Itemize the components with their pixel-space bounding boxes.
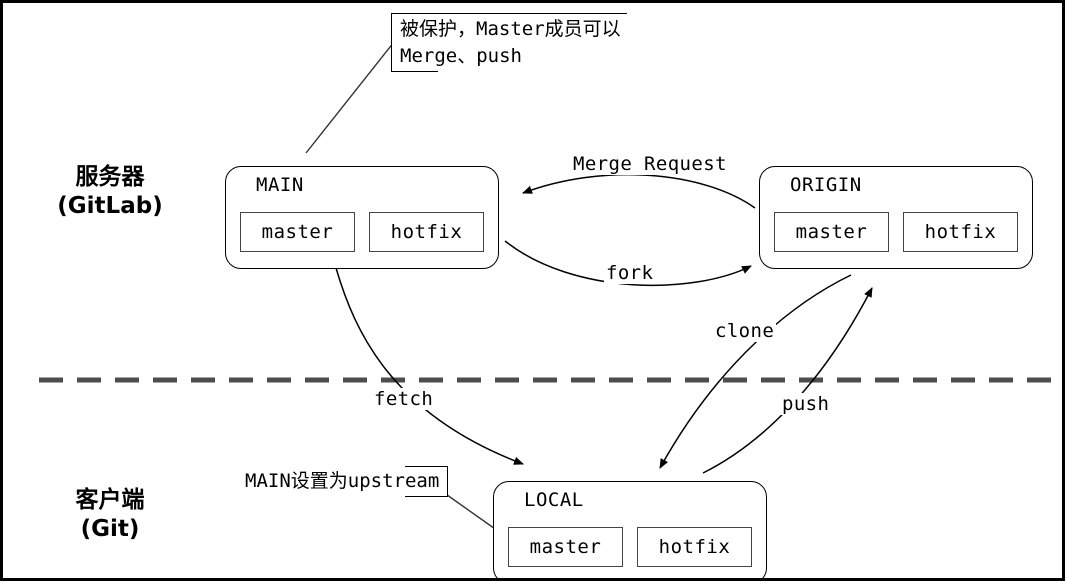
zone-label-server-line2: (GitLab)	[57, 193, 163, 220]
zone-label-server-line1: 服务器	[75, 164, 145, 190]
branch-origin-master[interactable]: master	[774, 212, 889, 252]
zone-label-client-line2: (Git)	[80, 516, 140, 543]
edge-label-merge-request: Merge Request	[571, 153, 729, 175]
zone-label-client: 客户端 (Git)	[25, 486, 195, 545]
branch-main-master[interactable]: master	[240, 212, 355, 252]
repo-title-local: LOCAL	[524, 489, 584, 511]
repo-box-local[interactable]: LOCAL master hotfix	[493, 481, 767, 578]
zone-label-server: 服务器 (GitLab)	[25, 163, 195, 222]
edge-push	[702, 287, 873, 474]
branch-main-hotfix[interactable]: hotfix	[369, 212, 484, 252]
note-upstream: MAIN设置为upstream	[241, 466, 449, 497]
edge-label-push: push	[780, 393, 832, 415]
edge-clone	[659, 274, 852, 469]
repo-box-main[interactable]: MAIN master hotfix	[225, 166, 499, 269]
repo-title-origin: ORIGIN	[790, 174, 862, 196]
edge-label-fork: fork	[604, 262, 656, 284]
repo-title-main: MAIN	[256, 174, 304, 196]
repo-box-origin[interactable]: ORIGIN master hotfix	[759, 166, 1033, 269]
branch-local-hotfix[interactable]: hotfix	[637, 527, 752, 567]
note-protected-line2: Merge、push	[400, 44, 522, 67]
edge-fetch	[335, 267, 524, 465]
note-protected-leader	[305, 41, 395, 154]
branch-local-master[interactable]: master	[508, 527, 623, 567]
note-upstream-line1: MAIN设置为upstream	[245, 470, 440, 492]
note-protected-line1: 被保护，Master成员可以	[400, 18, 621, 40]
zone-label-client-line1: 客户端	[75, 487, 145, 513]
edge-label-fetch: fetch	[372, 388, 436, 410]
branch-origin-hotfix[interactable]: hotfix	[903, 212, 1018, 252]
edge-label-clone: clone	[713, 320, 777, 342]
note-protected: 被保护，Master成员可以 Merge、push	[391, 13, 627, 72]
edge-merge-request	[522, 173, 756, 209]
